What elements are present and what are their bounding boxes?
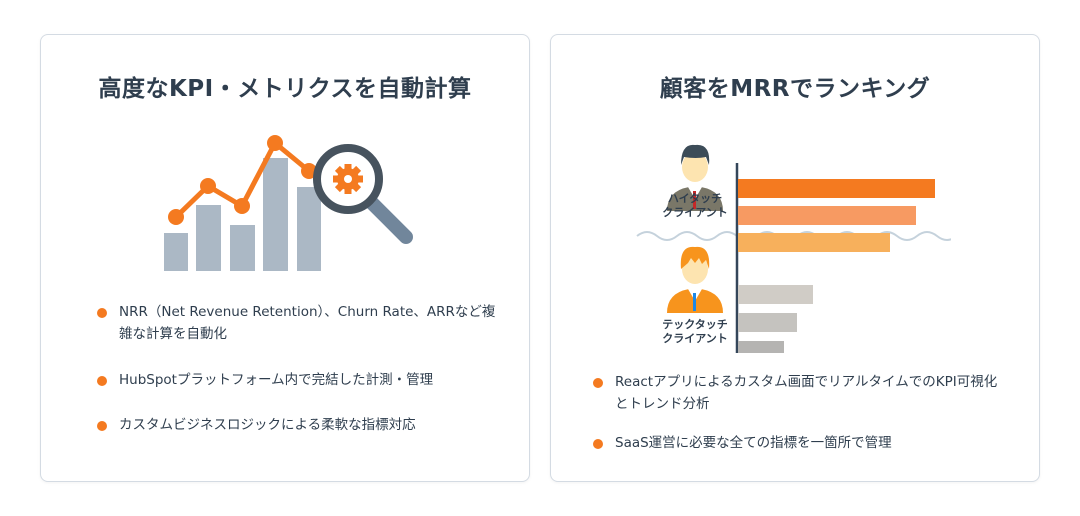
bullet-item: カスタムビジネスロジックによる柔軟な指標対応 — [97, 414, 499, 436]
mrr-ranking-card: 顧客をMRRでランキング ハイタッチクライアント テックタッチクライアント Re… — [550, 34, 1040, 482]
bullet-item: HubSpotプラットフォーム内で完結した計測・管理 — [97, 369, 499, 391]
bullet-dot-icon — [593, 439, 603, 449]
bar-chart-icon — [164, 158, 321, 271]
bullet-dot-icon — [97, 421, 107, 431]
magnifier-handle-icon — [364, 195, 413, 244]
card-title: 顧客をMRRでランキング — [659, 76, 931, 102]
bullet-dot-icon — [97, 308, 107, 318]
mrr-bar — [738, 313, 797, 332]
bullet-item: SaaS運営に必要な全ての指標を一箇所で管理 — [593, 432, 1009, 454]
gear-icon — [333, 164, 363, 194]
tech-touch-label: テックタッチクライアント — [662, 318, 728, 345]
bullet-dot-icon — [97, 376, 107, 386]
card-title: 高度なKPI・メトリクスを自動計算 — [98, 76, 472, 102]
mrr-bar — [738, 179, 935, 198]
bullet-item: NRR（Net Revenue Retention）、Churn Rate、AR… — [97, 301, 499, 345]
chart-magnifier-illustration — [164, 135, 413, 271]
tech-touch-person-icon — [667, 246, 723, 313]
high-touch-label: ハイタッチクライアント — [662, 192, 728, 219]
kpi-feature-card: 高度なKPI・メトリクスを自動計算 NRR（Net Revenue Retent… — [40, 34, 530, 482]
bullet-item: Reactアプリによるカスタム画面でリアルタイムでのKPI可視化とトレンド分析 — [593, 371, 1009, 415]
ranking-illustration — [636, 144, 951, 353]
mrr-bar — [738, 285, 813, 304]
high-touch-person-icon — [667, 144, 723, 211]
mrr-bar — [738, 206, 916, 225]
mrr-bar — [738, 341, 784, 353]
mrr-bar — [738, 233, 890, 252]
bullet-dot-icon — [593, 378, 603, 388]
